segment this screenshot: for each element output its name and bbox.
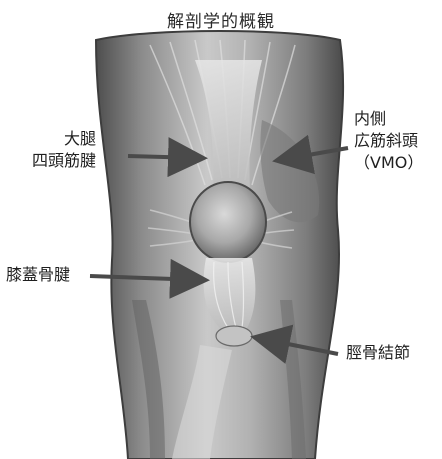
- label-patellar-tendon: 膝蓋骨腱: [6, 264, 70, 286]
- label-line: 膝蓋骨腱: [6, 264, 70, 286]
- label-line: 大腿: [32, 128, 96, 150]
- patella: [190, 182, 266, 262]
- label-line: 脛骨結節: [346, 342, 410, 364]
- label-vmo: 内側 広筋斜頭 （VMO）: [354, 108, 423, 174]
- label-line: 四頭筋腱: [32, 150, 96, 172]
- label-line: 内側: [354, 108, 423, 130]
- tibial-tuberosity-shape: [216, 326, 252, 346]
- label-quadriceps-tendon: 大腿 四頭筋腱: [32, 128, 96, 172]
- figure-title: 解剖学的概観: [0, 7, 442, 32]
- label-line: （VMO）: [354, 152, 423, 174]
- arrow-quadriceps-tendon: [128, 156, 200, 158]
- label-tibial-tuberosity: 脛骨結節: [346, 342, 410, 364]
- label-line: 広筋斜頭: [354, 130, 423, 152]
